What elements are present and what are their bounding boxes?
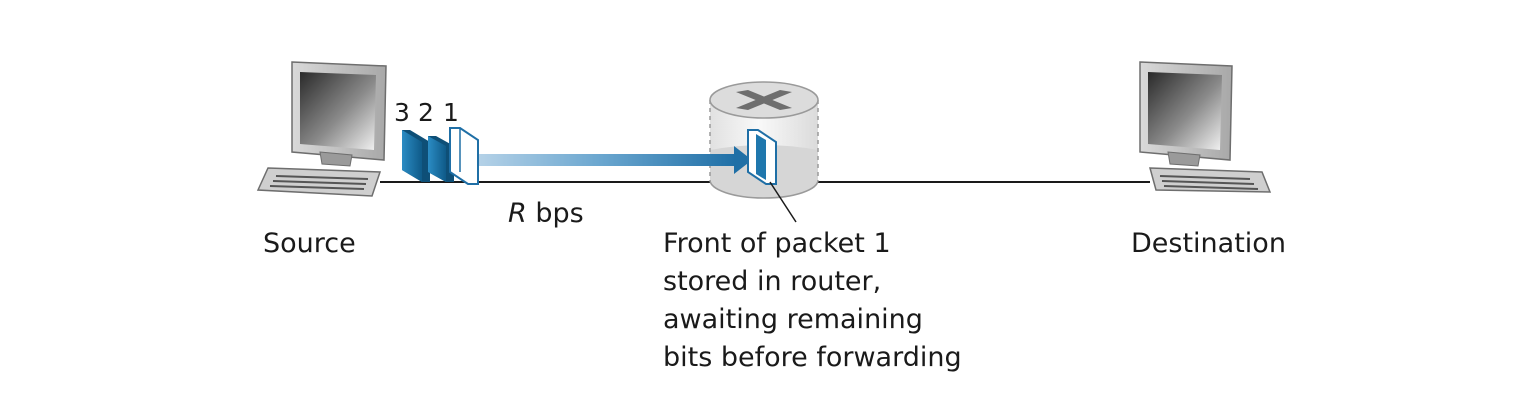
packet-2 [428,136,454,182]
link-rate-label: R bps [508,198,584,229]
packet-1-outline [449,127,479,185]
packet-1-front-in-router [747,129,777,185]
rate-unit: bps [527,198,584,229]
packet-label-1: 1 [443,98,459,127]
router-cross-icon [736,90,792,110]
annotation-line-2: stored in router, [663,266,881,297]
rate-symbol: R [508,198,527,229]
destination-computer-icon [1139,61,1272,193]
source-label: Source [263,228,356,259]
packet-label-3: 3 [394,98,410,127]
packet-label-2: 2 [418,98,434,127]
annotation-line-1: Front of packet 1 [663,228,891,259]
source-computer-icon [256,61,387,197]
router-annotation: Front of packet 1 stored in router, awai… [663,228,962,373]
transmission-arrow [466,146,752,174]
destination-label: Destination [1131,228,1286,259]
packet-3 [402,130,430,182]
annotation-line-4: bits before forwarding [663,342,962,373]
annotation-leader-line [769,181,797,223]
annotation-line-3: awaiting remaining [663,304,923,335]
